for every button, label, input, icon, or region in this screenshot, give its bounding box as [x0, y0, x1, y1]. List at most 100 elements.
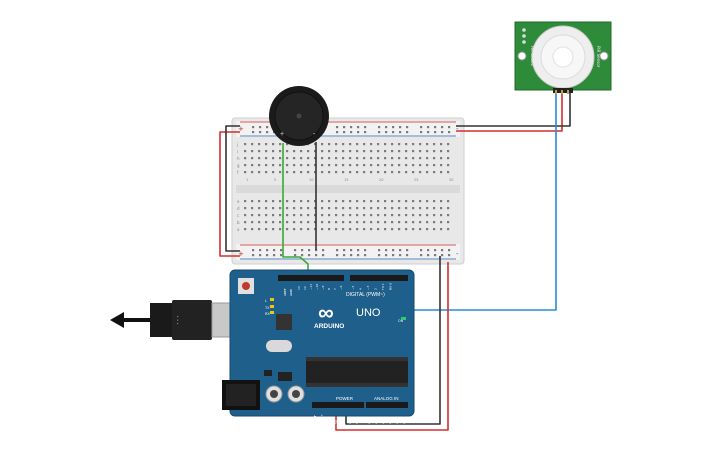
breadboard-hole[interactable] [412, 143, 415, 146]
breadboard-hole[interactable] [272, 171, 275, 174]
breadboard-hole[interactable] [419, 164, 422, 167]
breadboard-hole[interactable] [300, 200, 303, 203]
breadboard-hole[interactable] [412, 157, 415, 160]
breadboard-hole[interactable] [342, 228, 345, 231]
breadboard-hole[interactable] [427, 131, 430, 134]
breadboard-hole[interactable] [427, 254, 430, 257]
piezo-buzzer[interactable]: + - [269, 86, 329, 146]
breadboard-hole[interactable] [258, 171, 261, 174]
breadboard-hole[interactable] [272, 157, 275, 160]
breadboard-hole[interactable] [293, 200, 296, 203]
pir-sensor[interactable]: HC-SR501 PIR Sensor [514, 21, 612, 94]
breadboard-hole[interactable] [398, 164, 401, 167]
breadboard-hole[interactable] [335, 200, 338, 203]
black-wire-rail-left[interactable] [225, 125, 240, 252]
breadboard-hole[interactable] [279, 150, 282, 153]
breadboard-hole[interactable] [363, 150, 366, 153]
breadboard-hole[interactable] [447, 228, 450, 231]
breadboard-hole[interactable] [279, 200, 282, 203]
breadboard-hole[interactable] [391, 171, 394, 174]
arduino-uno[interactable]: ∞ ARDUINO UNO DIGITAL (PWM~) POWER ANALO… [222, 269, 415, 424]
black-wire-pir-gnd[interactable] [456, 92, 571, 127]
breadboard-hole[interactable] [343, 131, 346, 134]
breadboard-hole[interactable] [349, 214, 352, 217]
breadboard-hole[interactable] [279, 164, 282, 167]
breadboard-hole[interactable] [314, 200, 317, 203]
breadboard-hole[interactable] [350, 249, 353, 252]
breadboard-hole[interactable] [272, 150, 275, 153]
breadboard-hole[interactable] [342, 157, 345, 160]
breadboard-hole[interactable] [399, 131, 402, 134]
breadboard-hole[interactable] [447, 171, 450, 174]
breadboard-hole[interactable] [335, 221, 338, 224]
breadboard-hole[interactable] [419, 200, 422, 203]
breadboard-hole[interactable] [434, 254, 437, 257]
breadboard-hole[interactable] [426, 200, 429, 203]
breadboard-hole[interactable] [293, 214, 296, 217]
breadboard-hole[interactable] [426, 214, 429, 217]
breadboard-hole[interactable] [259, 249, 262, 252]
breadboard-hole[interactable] [447, 164, 450, 167]
breadboard-hole[interactable] [440, 143, 443, 146]
breadboard-hole[interactable] [391, 214, 394, 217]
breadboard-hole[interactable] [273, 254, 276, 257]
breadboard-hole[interactable] [272, 143, 275, 146]
breadboard-hole[interactable] [244, 150, 247, 153]
breadboard-hole[interactable] [427, 249, 430, 252]
breadboard-hole[interactable] [398, 200, 401, 203]
breadboard-hole[interactable] [419, 143, 422, 146]
breadboard-hole[interactable] [370, 157, 373, 160]
breadboard-hole[interactable] [405, 200, 408, 203]
breadboard-hole[interactable] [419, 221, 422, 224]
breadboard-hole[interactable] [350, 131, 353, 134]
breadboard-hole[interactable] [294, 249, 297, 252]
breadboard-hole[interactable] [433, 200, 436, 203]
breadboard-hole[interactable] [314, 214, 317, 217]
breadboard-hole[interactable] [370, 228, 373, 231]
breadboard-hole[interactable] [356, 214, 359, 217]
breadboard-hole[interactable] [412, 228, 415, 231]
breadboard-hole[interactable] [258, 214, 261, 217]
breadboard-hole[interactable] [363, 157, 366, 160]
breadboard-hole[interactable] [279, 214, 282, 217]
breadboard-hole[interactable] [328, 157, 331, 160]
breadboard-hole[interactable] [391, 157, 394, 160]
red-wire-pir-vcc[interactable] [456, 92, 563, 132]
breadboard-hole[interactable] [265, 200, 268, 203]
breadboard-hole[interactable] [293, 228, 296, 231]
breadboard-hole[interactable] [357, 254, 360, 257]
breadboard-hole[interactable] [448, 131, 451, 134]
breadboard-hole[interactable] [307, 228, 310, 231]
breadboard-hole[interactable] [377, 207, 380, 210]
breadboard-hole[interactable] [293, 207, 296, 210]
breadboard-hole[interactable] [322, 254, 325, 257]
breadboard-hole[interactable] [251, 157, 254, 160]
breadboard-hole[interactable] [336, 254, 339, 257]
breadboard-hole[interactable] [433, 164, 436, 167]
breadboard-hole[interactable] [405, 164, 408, 167]
breadboard-hole[interactable] [272, 200, 275, 203]
breadboard-hole[interactable] [335, 164, 338, 167]
breadboard-hole[interactable] [370, 164, 373, 167]
breadboard-hole[interactable] [252, 249, 255, 252]
breadboard-hole[interactable] [384, 207, 387, 210]
breadboard-hole[interactable] [398, 143, 401, 146]
breadboard-hole[interactable] [447, 221, 450, 224]
breadboard-hole[interactable] [350, 254, 353, 257]
breadboard-hole[interactable] [385, 254, 388, 257]
breadboard-hole[interactable] [286, 143, 289, 146]
breadboard-hole[interactable] [349, 171, 352, 174]
breadboard-hole[interactable] [251, 207, 254, 210]
breadboard-hole[interactable] [447, 150, 450, 153]
breadboard-hole[interactable] [420, 254, 423, 257]
breadboard-hole[interactable] [391, 228, 394, 231]
breadboard-hole[interactable] [321, 207, 324, 210]
breadboard-hole[interactable] [370, 200, 373, 203]
breadboard-hole[interactable] [307, 150, 310, 153]
breadboard-hole[interactable] [356, 200, 359, 203]
breadboard-hole[interactable] [265, 207, 268, 210]
breadboard-hole[interactable] [391, 150, 394, 153]
breadboard-hole[interactable] [349, 228, 352, 231]
breadboard-hole[interactable] [321, 214, 324, 217]
breadboard-hole[interactable] [419, 228, 422, 231]
